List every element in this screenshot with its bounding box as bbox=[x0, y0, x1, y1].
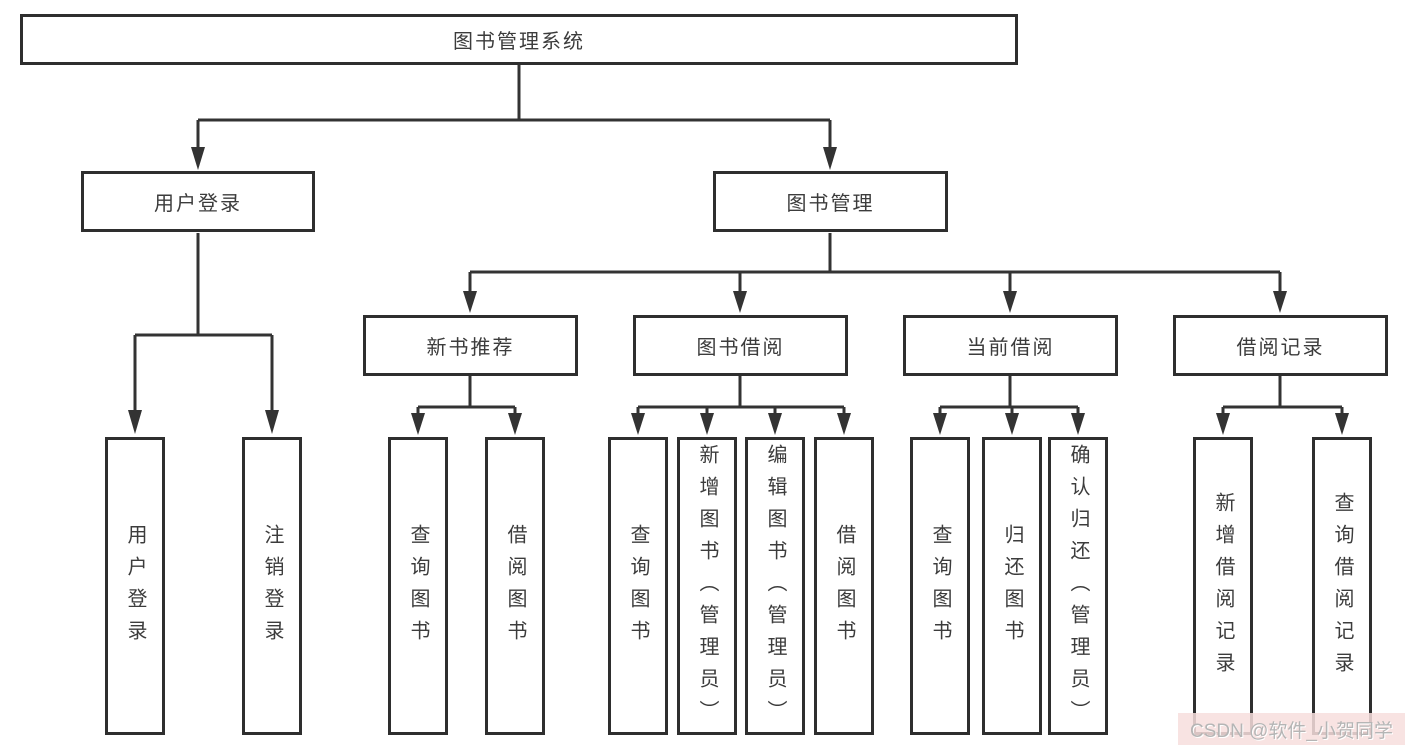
leaf-borrow-books-recommend: 借阅图书 bbox=[485, 437, 545, 735]
leaf-query-books-current: 查询图书 bbox=[910, 437, 970, 735]
node-user-login: 用户登录 bbox=[81, 171, 315, 232]
node-book-borrow: 图书借阅 bbox=[633, 315, 848, 376]
leaf-confirm-return-admin: 确认归还（管理员） bbox=[1048, 437, 1108, 735]
leaf-edit-books-admin: 编辑图书（管理员） bbox=[745, 437, 805, 735]
leaf-return-books: 归还图书 bbox=[982, 437, 1042, 735]
leaf-query-books-borrow: 查询图书 bbox=[608, 437, 668, 735]
arrowhead-icons bbox=[128, 147, 1349, 435]
node-current-borrow: 当前借阅 bbox=[903, 315, 1118, 376]
node-book-management: 图书管理 bbox=[713, 171, 948, 232]
leaf-user-login: 用户登录 bbox=[105, 437, 165, 735]
root-node-library-system: 图书管理系统 bbox=[20, 14, 1018, 65]
leaf-query-borrow-record: 查询借阅记录 bbox=[1312, 437, 1372, 735]
csdn-watermark: CSDN @软件_小贺同学 bbox=[1178, 713, 1405, 745]
leaf-query-books-recommend: 查询图书 bbox=[388, 437, 448, 735]
leaf-add-borrow-record: 新增借阅记录 bbox=[1193, 437, 1253, 735]
node-new-book-recommend: 新书推荐 bbox=[363, 315, 578, 376]
leaf-add-books-admin: 新增图书（管理员） bbox=[677, 437, 737, 735]
node-borrow-records: 借阅记录 bbox=[1173, 315, 1388, 376]
leaf-logout: 注销登录 bbox=[242, 437, 302, 735]
leaf-borrow-books: 借阅图书 bbox=[814, 437, 874, 735]
